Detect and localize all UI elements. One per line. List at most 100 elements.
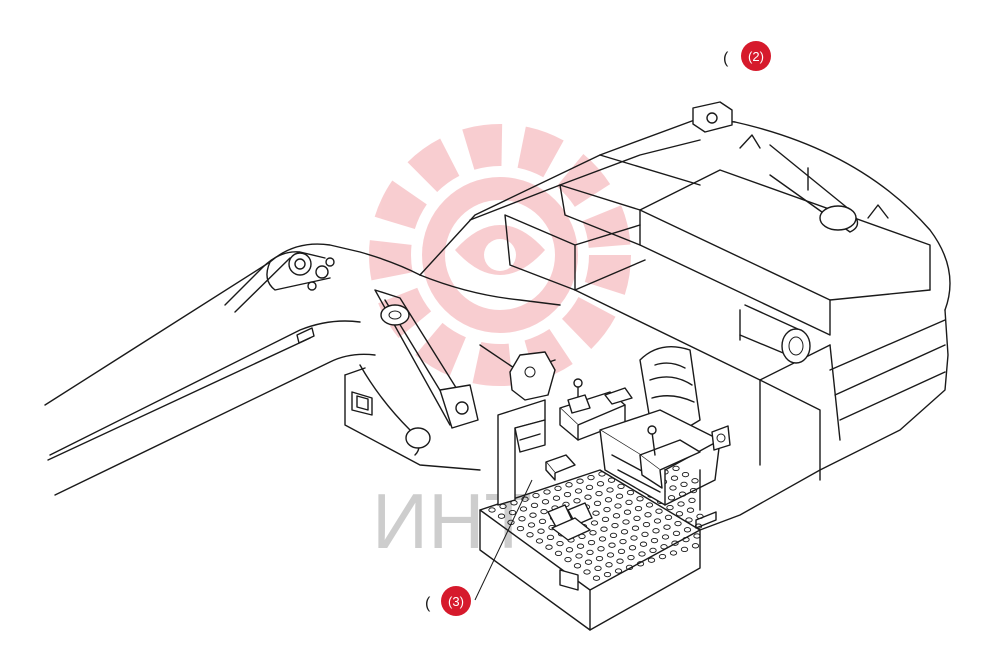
floor-plate-hole [521, 496, 529, 502]
floor-plate-hole [636, 561, 645, 567]
floor-plate-hole [661, 534, 670, 540]
callout-3: ( (3) [425, 586, 471, 616]
floor-plate-hole [605, 562, 613, 568]
floor-plate-hole [685, 517, 693, 523]
floor-plate-hole [573, 563, 582, 569]
floor-plate-hole [677, 501, 685, 507]
floor-plate-hole [554, 485, 562, 492]
floor-plate-hole [535, 538, 544, 544]
floor-plate-hole [636, 496, 644, 502]
floor-plate-hole [658, 553, 667, 560]
floor-plate-hole [612, 513, 621, 519]
floor-plate-hole [546, 534, 555, 541]
floor-plate-hole [603, 571, 612, 578]
boom-arm [44, 243, 561, 496]
floor-plate-hole [627, 554, 635, 561]
boom-cylinder [359, 289, 479, 456]
floor-plate-hole [672, 530, 681, 537]
upper-structure [419, 101, 951, 531]
floor-plate-hole [603, 506, 611, 513]
floor-plate-hole [649, 547, 657, 554]
floor-plate-hole [693, 533, 701, 539]
floor-plate-hole [614, 503, 622, 509]
floor-plate-hole [532, 492, 540, 499]
floor-plate-hole [680, 546, 689, 553]
floor-plate-hole [537, 528, 545, 534]
floor-plate-hole [641, 531, 649, 538]
floor-plate-hole [615, 493, 624, 499]
callout-3-badge [441, 586, 471, 616]
floor-plate-hole [639, 541, 648, 547]
callout-3-label: (3) [448, 594, 464, 609]
floor-plate-hole [672, 465, 680, 472]
floor-plate-hole [592, 510, 600, 516]
floor-plate-hole [671, 540, 679, 546]
floor-plate-hole [688, 497, 696, 504]
floor-plate-hole [564, 556, 572, 563]
floor-plate-hole [540, 508, 548, 515]
floor-plate-hole [590, 520, 599, 526]
floor-plate-hole [563, 491, 572, 498]
floor-plate-hole [598, 536, 607, 542]
floor-plate-hole [620, 529, 629, 535]
floor-plate-hole [664, 514, 673, 521]
floor-plate-hole [653, 518, 662, 524]
floor-plate-hole [617, 483, 625, 490]
floor-plate-hole [642, 521, 651, 528]
operator-controls [497, 346, 731, 541]
floor-plate-hole [625, 499, 633, 506]
floor-plate-hole [609, 532, 618, 539]
floor-plate-hole [669, 550, 678, 556]
floor-plate-hole [606, 487, 614, 493]
floor-plate-hole [575, 553, 583, 559]
floor-plate-hole [601, 516, 610, 523]
floor-plate-hole [596, 481, 605, 487]
floor-plate-hole [538, 518, 547, 525]
floor-plate-hole [589, 530, 597, 536]
callout-2-paren: ( [723, 50, 729, 67]
floor-plate-hole [606, 552, 615, 558]
floor-plate-hole [527, 522, 536, 528]
floor-plate-hole [666, 504, 674, 511]
floor-plate-hole [600, 526, 608, 532]
floor-plate-hole [592, 575, 601, 581]
floor-plate-hole [587, 539, 596, 546]
floor-plate-hole [585, 484, 594, 491]
floor-plate-hole [611, 522, 619, 529]
floor-plate-hole [554, 550, 563, 557]
floor-plate-hole [576, 543, 585, 549]
callout-2: ( (2) [723, 41, 771, 71]
floor-plate-hole [645, 502, 654, 508]
operator-platform [479, 469, 717, 631]
floor-plate-hole [604, 497, 613, 503]
floor-plate-hole [675, 511, 684, 517]
floor-plate-hole [674, 520, 682, 527]
floor-plate-hole [694, 523, 703, 529]
floor-plate-hole [638, 551, 646, 557]
floor-plate-hole [607, 477, 616, 483]
floor-plate-hole [597, 546, 605, 552]
floor-plate-hole [508, 509, 517, 516]
floor-plate-hole [655, 508, 663, 514]
floor-plate-hole [619, 538, 627, 545]
floor-plate-hole [634, 505, 643, 512]
floor-plate-hole [681, 471, 690, 478]
watermark-gear-logo [369, 124, 631, 386]
floor-plate-hole [633, 515, 641, 522]
floor-plate-hole [622, 519, 630, 525]
floor-plate-hole [631, 525, 640, 531]
floor-plate-hole [691, 478, 699, 484]
floor-plate-hole [595, 555, 604, 562]
floor-plate-hole [519, 506, 528, 512]
floor-plate-hole [686, 507, 695, 513]
floor-plate-hole [608, 542, 616, 548]
floor-plate-hole [586, 549, 594, 556]
floor-plate-hole [630, 535, 638, 541]
floor-plate-hole [669, 485, 677, 491]
callout-2-label: (2) [748, 49, 764, 64]
floor-plate-hole [516, 525, 525, 532]
floor-plate-hole [623, 509, 632, 515]
floor-plate-hole [614, 568, 623, 574]
floor-plate-hole [584, 559, 593, 565]
